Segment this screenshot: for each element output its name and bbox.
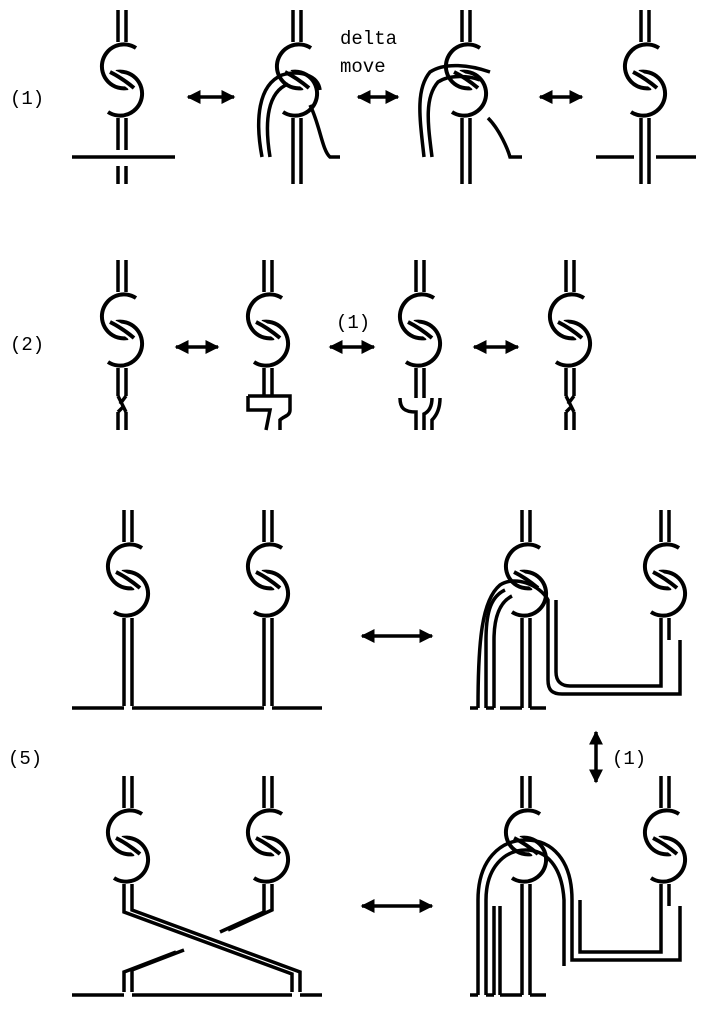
row2-diagram-1 bbox=[102, 260, 142, 430]
row5-diagram-top-right bbox=[470, 510, 685, 710]
row5-diagram-top-left bbox=[72, 510, 322, 710]
delta-label-line-1: delta bbox=[340, 28, 398, 50]
row1-diagram-3 bbox=[418, 10, 522, 184]
row1-diagram-4 bbox=[596, 10, 696, 184]
row2-diagram-4 bbox=[550, 260, 590, 430]
row5-diagram-bottom-right bbox=[470, 776, 685, 997]
row5-diagram-bottom-left bbox=[72, 776, 322, 997]
move-ref-row2: (1) bbox=[336, 312, 371, 334]
row-label-2: (2) bbox=[10, 334, 45, 356]
delta-label-line-2: move bbox=[340, 56, 386, 78]
row-label-1: (1) bbox=[10, 88, 45, 110]
row1-diagram-1 bbox=[72, 10, 175, 184]
move-ref-row5: (1) bbox=[612, 748, 647, 770]
row-label-5: (5) bbox=[8, 748, 43, 770]
row2-diagram-3 bbox=[400, 260, 440, 430]
row1-diagram-2 bbox=[256, 10, 340, 184]
row2-diagram-2 bbox=[248, 260, 290, 431]
